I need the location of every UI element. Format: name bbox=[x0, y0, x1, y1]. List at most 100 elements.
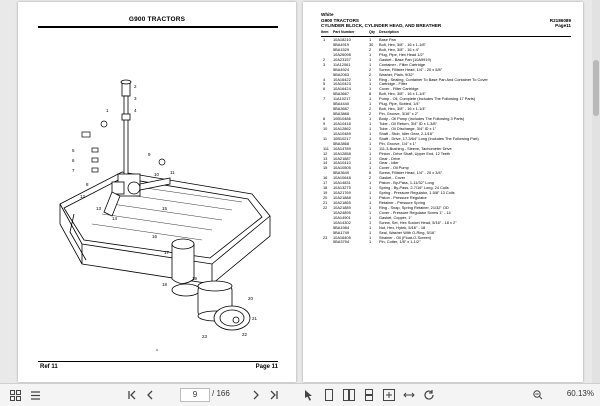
page-number-input[interactable]: 9 bbox=[180, 388, 210, 402]
part-description: Shaft - Drive, 17-3/64" Long (Includes T… bbox=[379, 135, 479, 141]
item-number: 5 bbox=[323, 81, 326, 87]
scrollbar-thumb[interactable] bbox=[593, 60, 599, 116]
quantity: 1 bbox=[369, 214, 372, 220]
fit-page-button[interactable] bbox=[382, 388, 396, 402]
cursor-tool-button[interactable] bbox=[302, 388, 316, 402]
col-item: Item bbox=[321, 30, 329, 34]
part-description: Gear - Idler bbox=[379, 160, 399, 166]
item-number: 18 bbox=[323, 185, 328, 191]
quantity: 1 bbox=[369, 120, 372, 126]
part-description: Pin, Groove, 1/4" x 1" bbox=[379, 140, 417, 146]
prev-page-button[interactable] bbox=[144, 388, 156, 402]
quantity: 1 bbox=[369, 219, 372, 225]
rotate-icon bbox=[424, 390, 434, 400]
zoom-level[interactable]: 60.13% bbox=[566, 389, 594, 398]
document-viewport[interactable]: G900 TRACTORS bbox=[0, 0, 600, 383]
part-number: 5BA1749 bbox=[333, 229, 350, 235]
quantity: 1 bbox=[369, 101, 372, 107]
first-page-button[interactable] bbox=[126, 388, 138, 402]
part-description: Gear - Drive bbox=[379, 155, 401, 161]
quantity: 1 bbox=[369, 37, 372, 42]
zoom-out-button[interactable] bbox=[532, 388, 544, 402]
quantity: 1 bbox=[369, 224, 372, 230]
quantity: 1 bbox=[369, 180, 372, 186]
part-number: 10A21769 bbox=[333, 190, 351, 196]
quantity: 2 bbox=[369, 71, 372, 77]
part-description: Bolt, Hex, 3/8" - 16 x 1-1/4" bbox=[379, 106, 426, 112]
part-description: Strainer - Oil (Float-O-Screen) bbox=[379, 234, 432, 240]
item-number: 12 bbox=[323, 150, 328, 156]
fit-width-button[interactable] bbox=[402, 388, 416, 402]
quantity: 2 bbox=[369, 66, 372, 72]
svg-text:16: 16 bbox=[152, 234, 158, 239]
svg-text:15: 15 bbox=[162, 206, 168, 211]
ref-label: Ref 11 bbox=[40, 364, 58, 370]
ref-number: R2186089 bbox=[549, 17, 571, 23]
part-number: 5BA3868 bbox=[333, 111, 350, 117]
first-page-icon bbox=[128, 390, 136, 400]
parts-list-header: White G900 TRACTORS CYLINDER BLOCK, CYLI… bbox=[321, 12, 571, 29]
part-number: 10A10423 bbox=[333, 81, 351, 87]
item-number: 21 bbox=[323, 199, 328, 205]
part-number: 10A21889 bbox=[333, 204, 351, 210]
outline-button[interactable] bbox=[28, 388, 42, 402]
item-number: 3 bbox=[323, 61, 326, 67]
svg-text:12: 12 bbox=[80, 194, 86, 199]
svg-text:5: 5 bbox=[72, 148, 75, 153]
part-number: 10A16424 bbox=[333, 86, 351, 92]
single-page-button[interactable] bbox=[322, 388, 336, 402]
part-description: Pin, Groove, 3/16" x 2" bbox=[379, 111, 419, 117]
part-description: Bolt, Hex, 3/8" - 16 x 1-1/8" bbox=[379, 41, 426, 47]
quantity: 1 bbox=[369, 160, 372, 166]
next-page-button[interactable] bbox=[250, 388, 262, 402]
rotate-button[interactable] bbox=[422, 388, 436, 402]
part-description: Shaft - Stub, Idler Gear, 2-1/16" bbox=[379, 130, 434, 136]
svg-text:9: 9 bbox=[148, 152, 151, 157]
svg-text:14: 14 bbox=[112, 216, 118, 221]
thumbnails-button[interactable] bbox=[8, 388, 22, 402]
parts-row: 14 10A10410 1 Gear - Idler bbox=[321, 160, 571, 166]
part-description: Ring - Sealing, Container To Base Pan An… bbox=[379, 76, 488, 82]
part-number: 10A10410 bbox=[333, 160, 351, 166]
part-number: 5BA2063 bbox=[333, 71, 350, 77]
quantity: 1 bbox=[369, 81, 372, 87]
part-description: Gasket, Copper, 1" bbox=[379, 214, 412, 220]
item-number: 16 bbox=[323, 175, 328, 181]
last-page-button[interactable] bbox=[268, 388, 280, 402]
part-description: Piston - Pressure Regulator bbox=[379, 195, 427, 200]
part-description: Piston - By-Pass, 1-11/32" Long bbox=[379, 180, 434, 186]
two-page-button[interactable] bbox=[342, 388, 356, 402]
part-number: 10A10648 bbox=[333, 175, 351, 181]
oil-pump-drawing bbox=[103, 79, 171, 217]
part-description: Base Pan bbox=[379, 37, 396, 42]
col-description: Description bbox=[379, 30, 399, 34]
quantity: 1 bbox=[369, 150, 372, 156]
part-number: 10A26098 bbox=[333, 51, 351, 57]
part-description: Cartridge - Filter bbox=[379, 81, 408, 87]
item-number: 15 bbox=[323, 165, 328, 171]
list-icon bbox=[30, 390, 40, 400]
svg-text:2: 2 bbox=[134, 84, 137, 89]
part-description: Pump - Oil, Complete (Includes The Follo… bbox=[379, 96, 476, 102]
quantity: 1 bbox=[369, 130, 372, 136]
fit-width-icon bbox=[403, 392, 415, 398]
part-description: Washer, Plain, 9/32" bbox=[379, 71, 414, 77]
svg-text:23: 23 bbox=[202, 334, 208, 339]
part-number: 10A14789 bbox=[333, 145, 351, 151]
vertical-scrollbar[interactable] bbox=[592, 0, 600, 383]
quantity: 30 bbox=[369, 41, 374, 47]
quantity: 2 bbox=[369, 175, 372, 181]
continuous-scroll-button[interactable] bbox=[362, 388, 376, 402]
part-number: 10A21865 bbox=[333, 199, 351, 205]
item-number: 14 bbox=[323, 160, 328, 166]
